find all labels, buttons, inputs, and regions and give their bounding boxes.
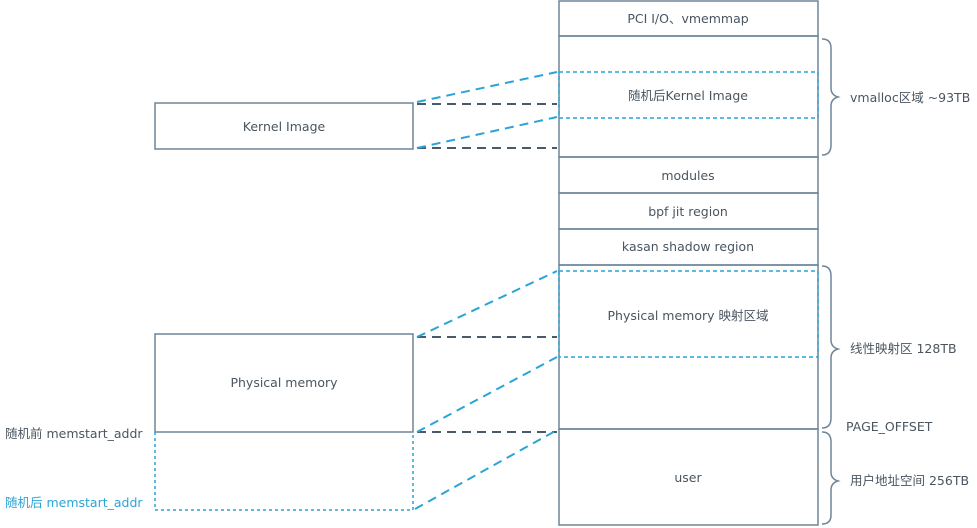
kernel-image-random-top-connector <box>416 71 558 103</box>
modules-label: modules <box>661 168 714 183</box>
vmalloc-region-annotation: vmalloc区域 ~93TB <box>850 90 970 105</box>
physical-memory-mapping-region <box>558 270 819 358</box>
linear-mapping-brace <box>821 265 841 429</box>
memstart-random-bottom-connector <box>414 429 558 510</box>
physical-memory-box <box>154 333 414 433</box>
linear-mapping-annotation: 线性映射区 128TB <box>850 341 957 356</box>
physical-memory-mapping-label: Physical memory 映射区域 <box>607 308 768 323</box>
pci-io-vmemmap-label: PCI I/O、vmemmap <box>627 11 748 26</box>
page-offset-annotation: PAGE_OFFSET <box>846 419 933 434</box>
right-braces <box>821 38 841 525</box>
physical-memory-random-top-connector <box>416 270 558 338</box>
random-kernel-image-label: 随机后Kernel Image <box>628 88 748 103</box>
blue-connector-lines <box>414 71 558 510</box>
kasan-shadow-region-label: kasan shadow region <box>622 239 754 254</box>
kernel-image-random-bottom-connector <box>416 116 558 149</box>
kernel-image-label: Kernel Image <box>243 119 326 134</box>
user-label: user <box>674 470 702 485</box>
memstart-before-annotation: 随机前 memstart_addr <box>5 426 143 441</box>
memstart-after-annotation: 随机后 memstart_addr <box>5 495 143 510</box>
physical-memory-random-mid-connector <box>416 356 558 433</box>
kernel-image-box <box>154 102 414 150</box>
user-space-brace <box>821 431 841 525</box>
physical-memory-label: Physical memory <box>230 375 338 390</box>
random-kernel-image-region <box>558 71 819 119</box>
user-space-annotation: 用户地址空间 256TB <box>850 473 969 488</box>
random-memstart-dashed-box <box>154 432 414 511</box>
vmalloc-brace <box>821 38 841 156</box>
map-box-linear-mapping <box>558 264 819 430</box>
bpf-jit-region-label: bpf jit region <box>648 204 728 219</box>
map-box-user <box>558 428 819 526</box>
memory-map-column <box>558 0 819 526</box>
gray-connector-lines <box>417 103 557 433</box>
